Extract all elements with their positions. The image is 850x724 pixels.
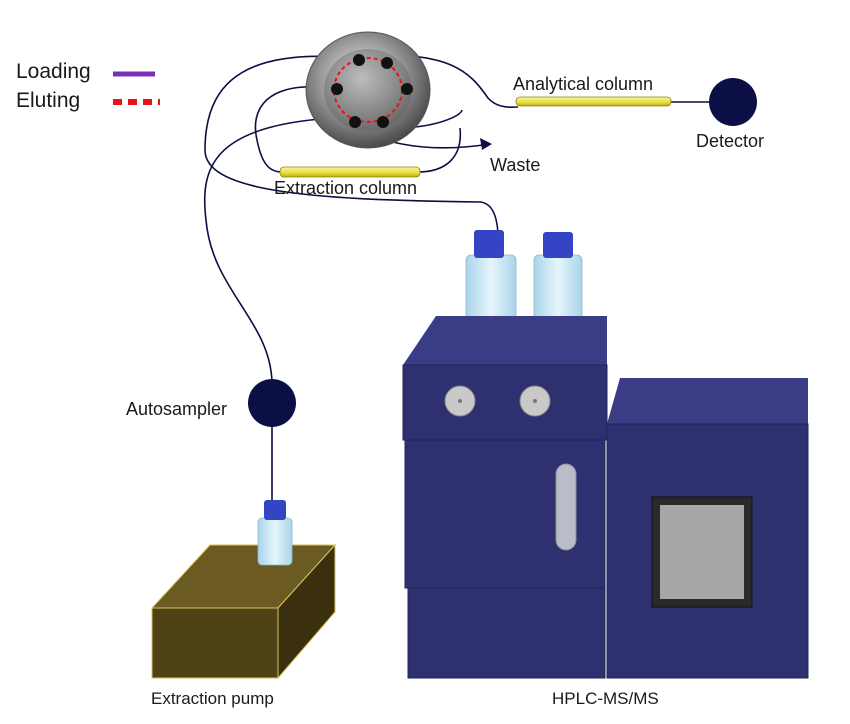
analytical-column-label: Analytical column (513, 74, 654, 94)
detector-node (709, 78, 757, 126)
switching-valve (305, 31, 431, 149)
hplc-base-module (407, 587, 606, 679)
extraction-pump (150, 543, 337, 680)
hplc-top-module (402, 316, 608, 441)
hplc-vial-right (533, 232, 583, 328)
pump-vial (257, 500, 293, 566)
waste-arrow-icon (480, 138, 492, 150)
mass-spectrometer (606, 378, 809, 679)
extraction-column-label: Extraction column (274, 178, 418, 198)
waste-label: Waste (490, 155, 541, 175)
autosampler-node (248, 379, 296, 427)
detector-label: Detector (696, 131, 765, 151)
legend-eluting-label: Eluting (16, 89, 81, 112)
hplc-oven-module (404, 439, 606, 589)
legend-loading-label: Loading (16, 60, 91, 83)
extraction-pump-label: Extraction pump (151, 689, 274, 708)
hplc-label: HPLC-MS/MS (552, 689, 659, 708)
analytical-column (515, 96, 672, 107)
autosampler-label: Autosampler (126, 399, 228, 419)
tubing (203, 54, 710, 502)
extraction-column (279, 166, 421, 178)
hplc-vial-left (465, 230, 517, 328)
